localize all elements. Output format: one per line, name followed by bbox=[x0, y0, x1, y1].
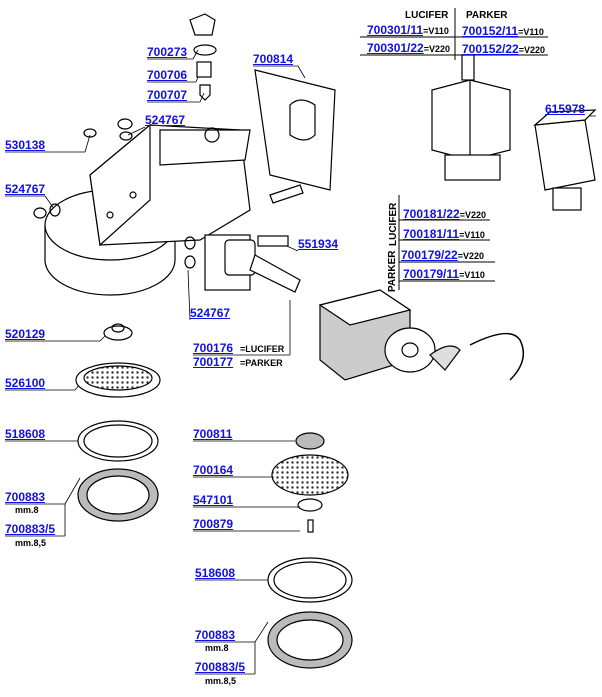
part-700879[interactable]: 700879 bbox=[193, 517, 234, 531]
thickness-note: mm.8,5 bbox=[15, 538, 47, 548]
small-parts bbox=[33, 13, 304, 269]
coil-assembly bbox=[318, 289, 525, 381]
coil-part-700179-11[interactable]: 700179/11=V110 bbox=[403, 267, 485, 281]
part-700883-5[interactable]: 700883/5 bbox=[5, 522, 56, 536]
part-code: 700152/22 bbox=[462, 42, 519, 56]
valve-table-header-lucifer: LUCIFER bbox=[405, 10, 449, 21]
part-615978[interactable]: 615978 bbox=[545, 102, 586, 116]
valve-part-lucifer-v110[interactable]: 700301/11=V110 bbox=[367, 23, 449, 37]
valve-table-lines bbox=[360, 8, 548, 60]
part-520129[interactable]: 520129 bbox=[5, 327, 46, 341]
part-526100[interactable]: 526100 bbox=[5, 376, 46, 390]
part-700273[interactable]: 700273 bbox=[147, 45, 188, 59]
gasket-700814 bbox=[254, 69, 336, 191]
part-551934[interactable]: 551934 bbox=[298, 237, 339, 251]
part-700164[interactable]: 700164 bbox=[193, 463, 234, 477]
thickness-note: mm.8 bbox=[15, 505, 39, 515]
coil-table-lines bbox=[398, 195, 495, 290]
part-700883-5[interactable]: 700883/5 bbox=[195, 660, 246, 674]
part-524767[interactable]: 524767 bbox=[190, 306, 231, 320]
part-700883[interactable]: 700883 bbox=[5, 490, 46, 504]
part-518608[interactable]: 518608 bbox=[5, 427, 46, 441]
part-524767[interactable]: 524767 bbox=[145, 113, 186, 127]
voltage: =V110 bbox=[459, 270, 485, 280]
part-code: 700181/22 bbox=[403, 207, 460, 221]
part-code: 700301/11 bbox=[367, 23, 424, 37]
voltage: =V220 bbox=[423, 44, 451, 54]
part-code: 700179/22 bbox=[401, 248, 458, 262]
coil-part-700181-11[interactable]: 700181/11=V110 bbox=[403, 227, 485, 241]
part-524767[interactable]: 524767 bbox=[5, 182, 46, 196]
part-code: 700152/11 bbox=[462, 24, 519, 38]
coil-group-parker: PARKER bbox=[387, 250, 398, 292]
coil-part-700179-22[interactable]: 700179/22=V220 bbox=[401, 248, 484, 262]
voltage: =V110 bbox=[423, 26, 449, 36]
right-stack bbox=[267, 432, 353, 669]
group-body bbox=[44, 123, 251, 296]
solenoid-valve-top bbox=[431, 54, 511, 181]
valve-part-lucifer-v220[interactable]: 700301/22=V220 bbox=[367, 41, 450, 55]
valve-part-parker-v220[interactable]: 700152/22=V220 bbox=[462, 42, 545, 56]
thickness-note: mm.8,5 bbox=[205, 676, 237, 686]
part-code: 700301/22 bbox=[367, 41, 424, 55]
voltage: =V110 bbox=[518, 27, 544, 37]
part-700706[interactable]: 700706 bbox=[147, 68, 188, 82]
part-700814[interactable]: 700814 bbox=[253, 52, 294, 66]
voltage: =V220 bbox=[518, 45, 546, 55]
voltage: =V110 bbox=[459, 230, 485, 240]
part-700883[interactable]: 700883 bbox=[195, 628, 236, 642]
valve-table-header-parker: PARKER bbox=[466, 10, 508, 21]
part-code: 700179/11 bbox=[403, 267, 460, 281]
parker-note: =PARKER bbox=[240, 358, 283, 368]
solenoid-valve-assembly bbox=[204, 234, 301, 293]
lucifer-note: =LUCIFER bbox=[240, 344, 285, 354]
thickness-note: mm.8 bbox=[205, 643, 229, 653]
part-700811[interactable]: 700811 bbox=[193, 427, 233, 441]
voltage: =V220 bbox=[459, 210, 487, 220]
coil-connector-615978 bbox=[533, 109, 597, 211]
valve-part-parker-v110[interactable]: 700152/11=V110 bbox=[462, 24, 544, 38]
part-530138[interactable]: 530138 bbox=[5, 138, 46, 152]
coil-group-lucifer: LUCIFER bbox=[388, 202, 399, 246]
part-700177[interactable]: 700177 bbox=[193, 355, 234, 369]
coil-part-700181-22[interactable]: 700181/22=V220 bbox=[403, 207, 486, 221]
part-700707[interactable]: 700707 bbox=[147, 88, 188, 102]
part-700176[interactable]: 700176 bbox=[193, 341, 234, 355]
part-547101[interactable]: 547101 bbox=[193, 493, 234, 507]
part-code: 700181/11 bbox=[403, 227, 460, 241]
part-518608[interactable]: 518608 bbox=[195, 566, 236, 580]
voltage: =V220 bbox=[457, 251, 485, 261]
left-stack bbox=[75, 323, 161, 522]
